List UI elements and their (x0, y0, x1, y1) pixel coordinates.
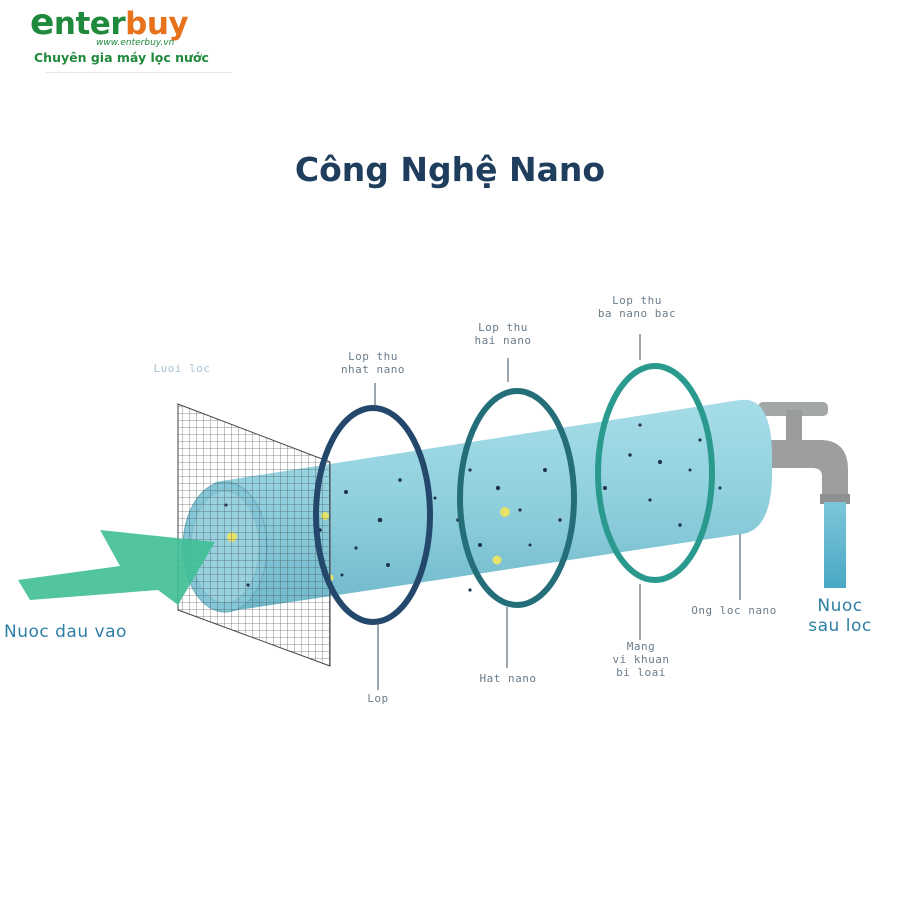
logo-wordmark: enterbuy (30, 2, 189, 43)
filter-mesh (177, 403, 331, 667)
label-ring3-bottom: Mang vi khuan bi loai (612, 640, 670, 679)
label-ring1-bottom: Lop (367, 692, 389, 705)
label-tube: Ong loc nano (691, 604, 777, 617)
nano-ring-2 (457, 388, 577, 608)
label-inlet: Nuoc dau vao (4, 622, 127, 642)
nano-ring-3 (595, 363, 715, 583)
label-ring1-top: Lop thu nhat nano (340, 350, 406, 376)
label-ring2-bottom: Hat nano (479, 672, 537, 685)
leader-lines (374, 334, 741, 690)
nano-ring-1 (313, 405, 433, 625)
enterbuy-logo[interactable]: enterbuy www.enterbuy.vn Chuyên gia máy … (30, 2, 232, 73)
logo-divider (46, 72, 232, 73)
inlet-arrow-icon (18, 530, 215, 605)
logo-tagline: Chuyên gia máy lọc nước (34, 50, 209, 65)
water-stream (824, 502, 846, 588)
label-mesh: Luoi loc (153, 362, 211, 375)
label-outlet: Nuoc sau loc (808, 596, 872, 636)
logo-website: www.enterbuy.vn (96, 38, 175, 48)
label-ring2-top: Lop thu hai nano (474, 321, 532, 347)
diagram-title: Công Nghệ Nano (294, 150, 606, 189)
label-ring3-top: Lop thu ba nano bac (597, 294, 677, 320)
